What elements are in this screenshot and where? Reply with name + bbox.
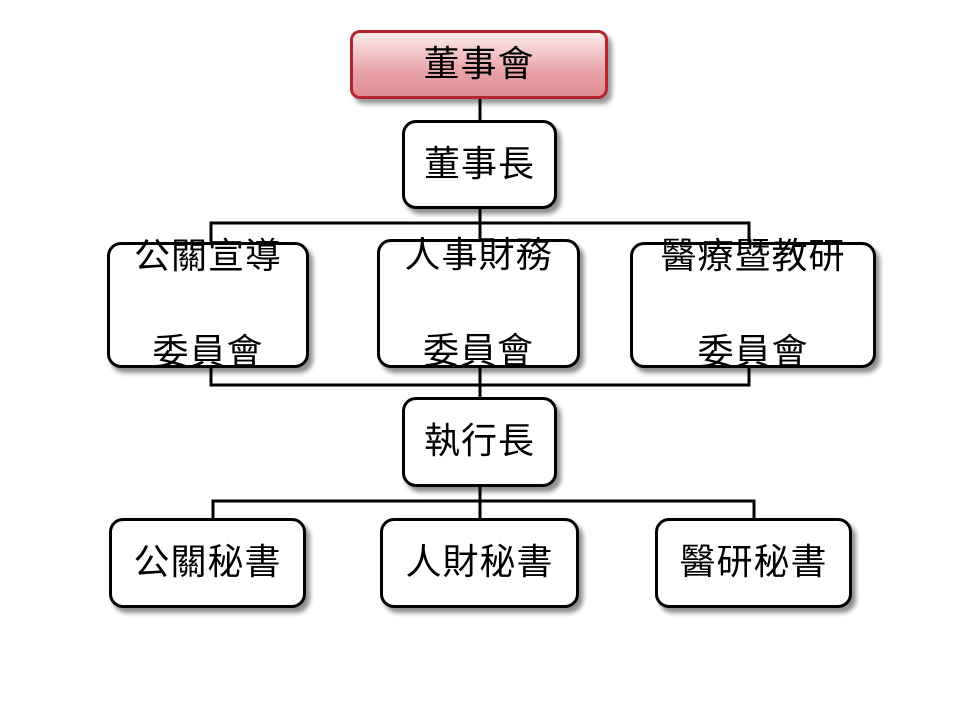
board-label: 董事會 [423,43,535,85]
secretary-node-pr: 公關秘書 [109,518,306,608]
committee-medical-research-line1: 醫療暨教研 [660,236,846,277]
chairman-label: 董事長 [423,143,535,185]
committee-hr-finance-line2: 委員會 [422,330,534,372]
secretary-medical-research-label: 醫研秘書 [679,542,828,583]
committee-medical-research-line2: 委員會 [697,332,809,373]
committee-pr-line1: 公關宣導 [133,236,282,277]
ceo-label: 執行長 [423,421,535,462]
secretary-hr-finance-label: 人財秘書 [405,542,554,583]
committee-node-medical-research: 醫療暨教研 委員會 [630,236,876,373]
ceo-node: 執行長 [402,397,557,487]
chairman-node: 董事長 [402,120,557,209]
committee-node-hr-finance: 人事財務 委員會 [377,235,580,372]
secretary-node-hr-finance: 人財秘書 [380,518,579,608]
committee-node-pr: 公關宣導 委員會 [107,236,309,373]
secretary-pr-label: 公關秘書 [133,542,282,583]
secretary-node-medical-research: 醫研秘書 [655,518,852,608]
board-node: 董事會 [350,30,608,99]
committee-pr-line2: 委員會 [152,332,264,373]
committee-hr-finance-line1: 人事財務 [404,234,553,276]
